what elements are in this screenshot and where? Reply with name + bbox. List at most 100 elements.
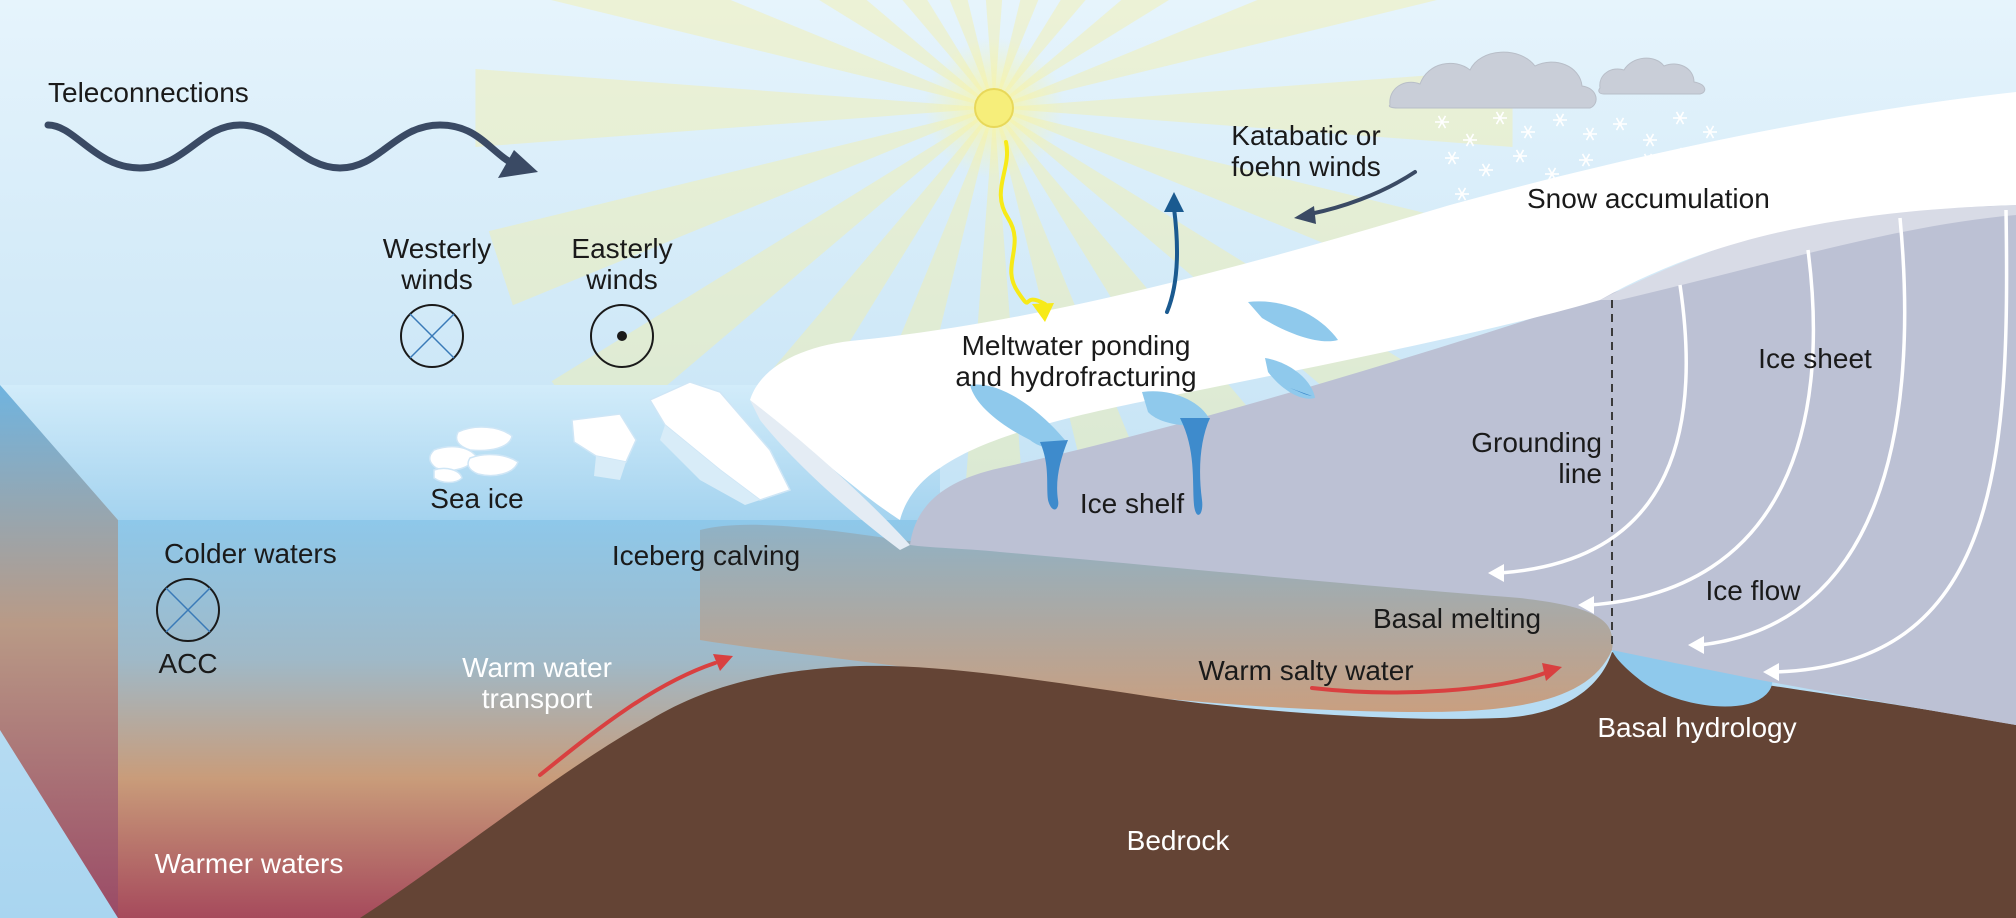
snowflake (1579, 153, 1593, 167)
meltwater-pond-2 (1142, 391, 1210, 426)
snowflake (1525, 189, 1539, 203)
label-meltwater-line1: Meltwater ponding (962, 330, 1191, 361)
sea-ice-floe-2 (429, 445, 477, 472)
snowflake-icon (1435, 111, 1719, 221)
sun-ray (994, 0, 1437, 108)
sun-ray (475, 69, 995, 147)
label-ice-sheet: Ice sheet (1758, 343, 1872, 374)
snowflake (1583, 127, 1597, 141)
sea-ice-floe-1 (455, 426, 513, 452)
label-basal-hydrology: Basal hydrology (1597, 712, 1796, 743)
label-basal-melting: Basal melting (1373, 603, 1541, 634)
label-katabatic-line1: Katabatic or (1231, 120, 1380, 151)
label-westerly-winds-line2: winds (400, 264, 473, 295)
label-warm-water-line2: transport (482, 683, 593, 714)
label-ice-flow: Ice flow (1706, 575, 1802, 606)
hydrofracture-2 (1180, 418, 1210, 515)
ice-flow-line-1 (1499, 284, 1688, 575)
ice-shelf-front-edge (750, 400, 910, 550)
snowflake (1513, 149, 1527, 163)
label-bedrock: Bedrock (1127, 825, 1231, 856)
cloud-icon (1388, 51, 1706, 109)
snowflake (1491, 203, 1505, 217)
snowflake (1627, 207, 1641, 221)
label-warmer-waters: Warmer waters (155, 848, 344, 879)
westerly-circle (400, 304, 464, 368)
snowflake (1493, 111, 1507, 125)
ocean-cavity (700, 524, 1613, 712)
label-iceberg-calving: Iceberg calving (612, 540, 800, 571)
easterly-circle (590, 304, 654, 368)
warm-water-transport-arrow (538, 661, 717, 777)
snowflake (1435, 115, 1449, 129)
ice-flow-line-4 (1774, 209, 2009, 674)
solar-radiation-arrowhead (1032, 303, 1054, 322)
cloud-small (1598, 57, 1706, 95)
circle-cross-icon (400, 304, 464, 368)
snowflake (1677, 147, 1691, 161)
updraft-arrowhead (1164, 192, 1184, 212)
ice-flow-arrowhead-4 (1763, 663, 1779, 681)
iceberg-small-side (594, 456, 626, 480)
snowflake (1641, 153, 1655, 167)
acc-cross-b (165, 587, 211, 633)
ice-flow-lines (1499, 209, 2009, 674)
meltwater-pond-1 (970, 384, 1065, 448)
label-easterly-winds-line2: winds (585, 264, 658, 295)
label-colder-waters: Colder waters (164, 538, 337, 569)
teleconnections-arrowhead (498, 150, 538, 178)
snowflake (1613, 117, 1627, 131)
label-warm-salty-water: Warm salty water (1198, 655, 1413, 686)
warm-water-transport-arrowhead (713, 654, 733, 671)
katabatic-arrowhead (1294, 206, 1316, 224)
label-sea-ice: Sea ice (430, 483, 523, 514)
label-warm-water-line1: Warm water (462, 652, 612, 683)
hydrofractures (1040, 388, 1312, 515)
label-snow-accumulation: Snow accumulation (1527, 183, 1770, 214)
updraft-arrow (1165, 206, 1179, 314)
snowflake (1611, 169, 1625, 183)
sea-ice-floe-3 (467, 453, 519, 477)
ice-flow-arrowhead-2 (1578, 596, 1594, 614)
meltwater-pond-3 (1248, 301, 1338, 342)
cloud-large (1388, 51, 1597, 109)
label-grounding-line-1: Grounding (1471, 427, 1602, 458)
snowflake (1703, 125, 1717, 139)
snowflake (1705, 143, 1719, 157)
bedrock (360, 652, 2016, 918)
ocean-side-face (0, 385, 118, 918)
hydrofracture-3 (1290, 388, 1312, 396)
label-acc: ACC (158, 648, 217, 679)
label-teleconnections: Teleconnections (48, 77, 249, 108)
circle-dot-icon (590, 304, 654, 368)
snowflake (1673, 111, 1687, 125)
hydrofracture-1 (1040, 440, 1068, 510)
snowflake (1559, 205, 1573, 219)
sea-ice-floes (429, 426, 519, 484)
snowflake (1463, 133, 1477, 147)
snowflake (1479, 163, 1493, 177)
sun-ray (551, 108, 994, 445)
snowflake (1445, 151, 1459, 165)
ice-flow-line-3 (1699, 217, 1907, 647)
label-katabatic-line2: foehn winds (1231, 151, 1380, 182)
acc-circle (156, 578, 220, 642)
label-grounding-line-2: line (1558, 458, 1602, 489)
sun-ray (551, 0, 994, 108)
ice-flow-arrowhead-1 (1488, 564, 1504, 582)
snowflake (1593, 191, 1607, 205)
snowflake (1521, 125, 1535, 139)
snowflake (1553, 113, 1567, 127)
meltwater-ponds (970, 301, 1338, 448)
ice-flow-line-2 (1589, 249, 1816, 607)
meltwater-pond-4 (1265, 358, 1315, 399)
warm-salty-water-arrow (1310, 671, 1547, 695)
icebergs (571, 381, 792, 505)
ice-sheet-body (910, 205, 2016, 725)
snow-surface (750, 92, 2016, 520)
warm-salty-water-arrowhead (1542, 663, 1562, 681)
label-westerly-winds-line1: Westerly (383, 233, 491, 264)
teleconnections-wave-arrow (44, 121, 519, 172)
acc-circle-cross-icon (156, 578, 220, 642)
westerly-cross-b (409, 313, 455, 359)
